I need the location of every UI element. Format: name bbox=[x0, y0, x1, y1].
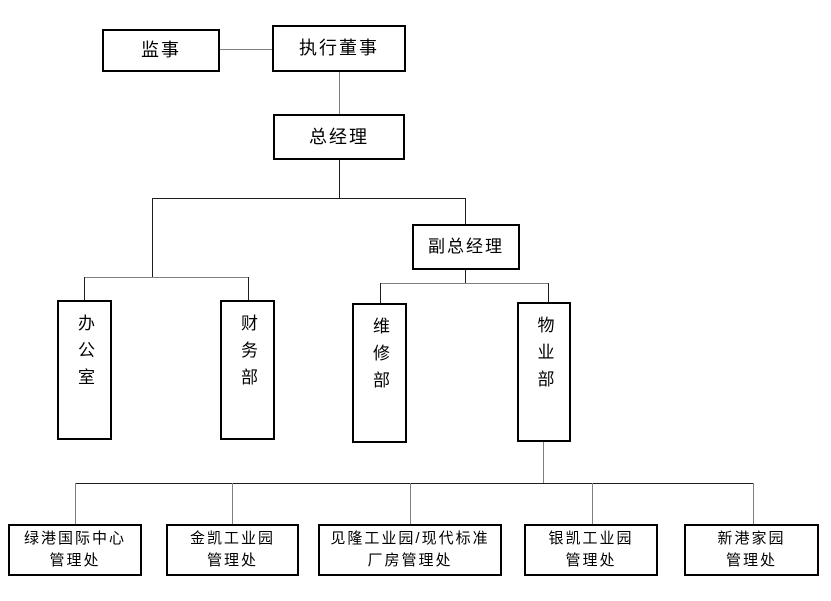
connector-line bbox=[465, 198, 466, 224]
org-node-xingang-management-office: 新港家园 管理处 bbox=[684, 524, 819, 576]
connector-line bbox=[465, 270, 466, 283]
org-node-property-dept: 物业部 bbox=[517, 302, 571, 442]
org-node-deputy-general-manager: 副总经理 bbox=[412, 224, 520, 270]
org-node-label: 执行董事 bbox=[299, 38, 379, 58]
connector-line bbox=[152, 198, 153, 277]
org-node-jianlong-management-office: 见隆工业园/现代标准 厂房管理处 bbox=[318, 524, 502, 576]
org-node-label: 新港家园 管理处 bbox=[717, 529, 786, 570]
connector-line bbox=[548, 283, 549, 302]
connector-line bbox=[753, 483, 754, 524]
connector-line bbox=[592, 483, 593, 524]
connector-line bbox=[84, 277, 248, 278]
org-node-office: 办公室 bbox=[57, 300, 112, 440]
connector-line bbox=[75, 483, 753, 484]
org-node-label: 见隆工业园/现代标准 厂房管理处 bbox=[330, 529, 490, 570]
connector-line bbox=[152, 198, 465, 199]
org-node-label: 办公室 bbox=[75, 314, 94, 395]
connector-line bbox=[339, 72, 340, 114]
org-node-executive-director: 执行董事 bbox=[272, 25, 406, 72]
connector-line bbox=[380, 283, 548, 284]
org-node-jinkai-management-office: 金凯工业园 管理处 bbox=[166, 524, 299, 576]
org-node-label: 维修部 bbox=[370, 317, 389, 398]
connector-line bbox=[380, 283, 381, 303]
org-node-label: 监事 bbox=[141, 40, 181, 60]
org-node-maintenance-dept: 维修部 bbox=[352, 303, 407, 443]
connector-line bbox=[410, 483, 411, 524]
org-node-yinkai-management-office: 银凯工业园 管理处 bbox=[524, 524, 658, 576]
org-node-finance-dept: 财务部 bbox=[220, 300, 275, 440]
org-node-lvgang-management-office: 绿港国际中心 管理处 bbox=[8, 524, 142, 576]
org-node-label: 金凯工业园 管理处 bbox=[189, 529, 275, 570]
org-node-label: 副总经理 bbox=[428, 237, 504, 257]
org-node-label: 物业部 bbox=[534, 316, 554, 397]
org-node-label: 银凯工业园 管理处 bbox=[548, 529, 634, 570]
connector-line bbox=[75, 483, 76, 524]
org-node-label: 绿港国际中心 管理处 bbox=[23, 529, 126, 570]
org-node-supervisor: 监事 bbox=[102, 29, 220, 72]
connector-line bbox=[339, 160, 340, 198]
org-node-label: 总经理 bbox=[309, 126, 369, 147]
connector-line bbox=[248, 277, 249, 300]
connector-line bbox=[232, 483, 233, 524]
org-node-label: 财务部 bbox=[238, 314, 257, 395]
connector-line bbox=[543, 442, 544, 483]
connector-line bbox=[84, 277, 85, 300]
connector-line bbox=[220, 49, 272, 50]
org-node-general-manager: 总经理 bbox=[273, 114, 405, 160]
